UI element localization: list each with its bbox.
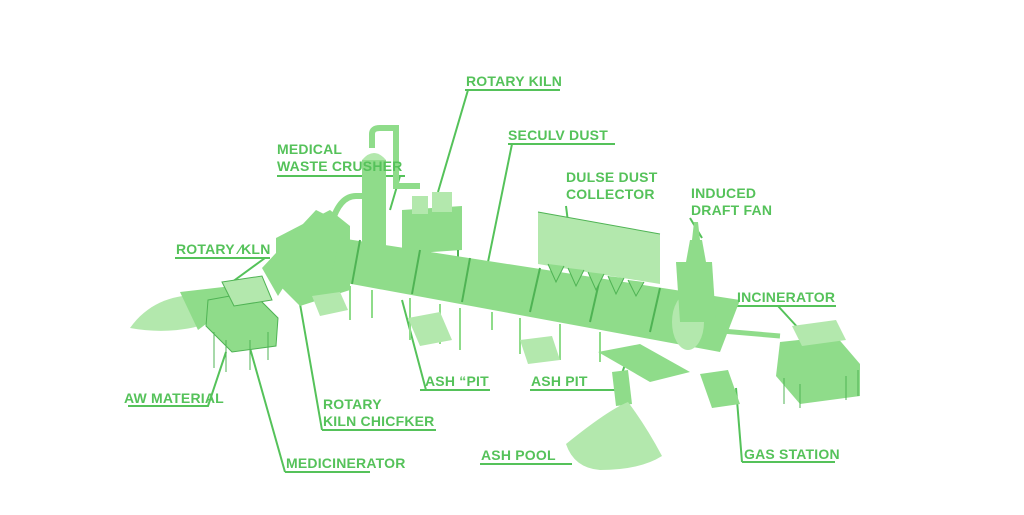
feed-building [276,210,350,306]
label-medical-waste-crusher: MEDICAL WASTE CRUSHER [277,141,403,174]
ash-pool-pile [566,402,662,470]
label-incinerator: INCINERATOR [737,289,836,305]
label-medicinerator: MEDICINERATOR [286,455,406,471]
ash-pit-platform [598,344,690,406]
label-ash-pit-left: ASH “PıT [425,373,489,389]
kiln-supports [312,286,601,364]
rotary-kiln-drum [330,238,740,352]
label-ash-pit-right: ASH PIT [531,373,588,389]
medicinerator-unit [205,275,279,372]
leader-seculv-dust [487,143,615,263]
label-rotary-kiln-chicfker: ROTARY KILN CHICFKER [323,396,435,429]
leader-raw-material [128,351,227,407]
leader-rotary-kiln-top [437,89,560,193]
dulse-dust-collector [537,211,661,298]
label-ash-pool: ASH POOL [481,447,556,463]
induced-draft-fan [676,222,716,322]
kiln-rings [351,239,661,333]
label-induced-draft-fan: INDUCED DRAFT FAN [691,185,773,218]
label-dulse-dust-collector: DULSE DUST COLLECTOR [566,169,658,202]
label-gas-station: GAS STATION [744,446,840,462]
leader-ash-pit-left [401,299,490,391]
label-seculv-dust: SECULV DUST [508,127,608,143]
label-raw-material: AW MATERIAL [124,390,224,406]
flue-pipe [709,327,781,339]
medical-waste-crusher [329,125,420,258]
leader-medicinerator [245,333,370,473]
incinerator-unit [776,320,860,408]
label-rotary-kln-left: ROTARY ⁄KLN [176,241,271,257]
label-rotary-kiln-top: ROTARY KILN [466,73,563,89]
gas-station-stairs [700,370,740,408]
